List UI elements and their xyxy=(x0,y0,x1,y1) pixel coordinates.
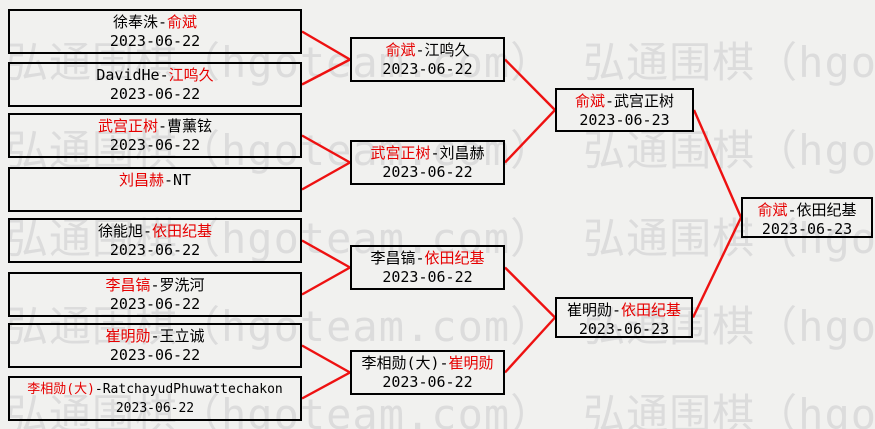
match-date: 2023-06-23 xyxy=(578,320,670,338)
eliminated-player: -罗洗河 xyxy=(150,276,205,294)
connector-line xyxy=(301,371,351,400)
match-box: 俞斌-依田纪基 2023-06-23 xyxy=(741,197,873,238)
eliminated-player: -江鸣久 xyxy=(415,41,470,59)
connector-line xyxy=(301,134,351,164)
advancing-player: 依田纪基 xyxy=(152,222,213,240)
advancing-player: 武宫正树 xyxy=(97,117,158,135)
advancing-player: 依田纪基 xyxy=(424,249,485,267)
eliminated-player: -武宫正树 xyxy=(604,92,675,110)
match-box: 崔明勋-依田纪基 2023-06-23 xyxy=(555,297,693,338)
match-box: 武宫正树-刘昌赫 2023-06-22 xyxy=(350,140,505,185)
match-box: 武宫正树-曹薰铉 2023-06-22 xyxy=(8,113,302,158)
match-players: 武宫正树-曹薰铉 xyxy=(10,117,300,136)
match-box: 李相勋(大)-RatchayudPhuwattechakon 2023-06-2… xyxy=(8,376,302,421)
connector-line xyxy=(691,216,743,319)
connector-line xyxy=(504,266,556,319)
match-box: 崔明勋-王立诚 2023-06-22 xyxy=(8,323,302,368)
match-players: 李昌镐-依田纪基 xyxy=(352,249,503,268)
eliminated-player: -依田纪基 xyxy=(787,201,857,219)
match-players: 李相勋(大)-崔明勋 xyxy=(352,354,503,373)
connector-line xyxy=(504,109,556,164)
connector-line xyxy=(504,316,556,374)
match-players: 李昌镐-罗洗河 xyxy=(10,276,300,295)
match-box: 李相勋(大)-崔明勋 2023-06-22 xyxy=(350,350,505,395)
connector-line xyxy=(301,161,351,191)
match-players: 崔明勋-依田纪基 xyxy=(557,301,691,320)
eliminated-player: -NT xyxy=(163,171,192,189)
eliminated-player: 李相勋(大)- xyxy=(361,354,449,372)
match-players: DavidHe-江鸣久 xyxy=(10,66,300,85)
match-players: 俞斌-江鸣久 xyxy=(352,41,503,60)
match-box: 徐奉洙-俞斌 2023-06-22 xyxy=(8,9,302,54)
advancing-player: 俞斌 xyxy=(385,41,416,59)
match-date: 2023-06-23 xyxy=(761,220,853,238)
advancing-player: 依田纪基 xyxy=(621,301,682,319)
eliminated-player: 徐奉洙- xyxy=(112,13,167,31)
match-date: 2023-06-22 xyxy=(109,85,201,103)
match-players: 徐能旭-依田纪基 xyxy=(10,222,300,241)
match-date: 2023-06-22 xyxy=(115,401,195,416)
match-box: DavidHe-江鸣久 2023-06-22 xyxy=(8,62,302,107)
advancing-player: 武宫正树 xyxy=(370,144,431,162)
match-date: 2023-06-22 xyxy=(109,32,201,50)
match-date xyxy=(10,190,300,209)
advancing-player: 俞斌 xyxy=(167,13,198,31)
match-date: 2023-06-22 xyxy=(109,295,201,313)
advancing-player: 崔明勋 xyxy=(105,327,151,345)
eliminated-player: -RatchayudPhuwattechakon xyxy=(94,382,283,397)
eliminated-player: -王立诚 xyxy=(150,327,205,345)
eliminated-player: -曹薰铉 xyxy=(157,117,213,135)
match-box: 李昌镐-罗洗河 2023-06-22 xyxy=(8,272,302,317)
connector-line xyxy=(301,266,351,296)
advancing-player: 崔明勋 xyxy=(448,354,494,372)
connector-line xyxy=(504,58,556,111)
match-players: 俞斌-依田纪基 xyxy=(743,201,871,220)
connector-line xyxy=(692,109,743,218)
advancing-player: 李昌镐 xyxy=(105,276,151,294)
match-date: 2023-06-22 xyxy=(109,346,201,364)
match-date: 2023-06-22 xyxy=(382,373,473,391)
match-players: 徐奉洙-俞斌 xyxy=(10,13,300,32)
match-box: 俞斌-武宫正树 2023-06-23 xyxy=(555,88,694,132)
match-date: 2023-06-22 xyxy=(109,241,201,259)
advancing-player: 俞斌 xyxy=(757,201,788,219)
match-players: 俞斌-武宫正树 xyxy=(557,92,692,111)
eliminated-player: 徐能旭- xyxy=(97,222,152,240)
match-players: 刘昌赫-NT xyxy=(10,171,300,190)
eliminated-player: DavidHe- xyxy=(96,66,169,84)
match-date: 2023-06-22 xyxy=(382,60,473,78)
match-box: 刘昌赫-NT xyxy=(8,167,302,212)
advancing-player: 李相勋(大) xyxy=(27,382,95,397)
eliminated-player: 崔明勋- xyxy=(566,301,621,319)
eliminated-player: 李昌镐- xyxy=(370,249,425,267)
match-box: 俞斌-江鸣久 2023-06-22 xyxy=(350,37,505,82)
advancing-player: 俞斌 xyxy=(574,92,605,110)
eliminated-player: -刘昌赫 xyxy=(430,144,485,162)
match-date: 2023-06-23 xyxy=(579,111,670,129)
advancing-player: 刘昌赫 xyxy=(118,171,164,189)
match-date: 2023-06-22 xyxy=(382,268,473,286)
connector-line xyxy=(301,239,351,269)
match-players: 李相勋(大)-RatchayudPhuwattechakon xyxy=(10,380,300,399)
match-players: 崔明勋-王立诚 xyxy=(10,327,300,346)
match-players: 武宫正树-刘昌赫 xyxy=(352,144,503,163)
connector-line xyxy=(301,58,351,86)
match-box: 徐能旭-依田纪基 2023-06-22 xyxy=(8,218,302,263)
connector-line xyxy=(301,344,351,374)
match-box: 李昌镐-依田纪基 2023-06-22 xyxy=(350,245,505,290)
connector-line xyxy=(301,30,351,61)
match-date: 2023-06-22 xyxy=(382,163,473,181)
advancing-player: 江鸣久 xyxy=(168,66,214,84)
match-date: 2023-06-22 xyxy=(109,136,201,154)
